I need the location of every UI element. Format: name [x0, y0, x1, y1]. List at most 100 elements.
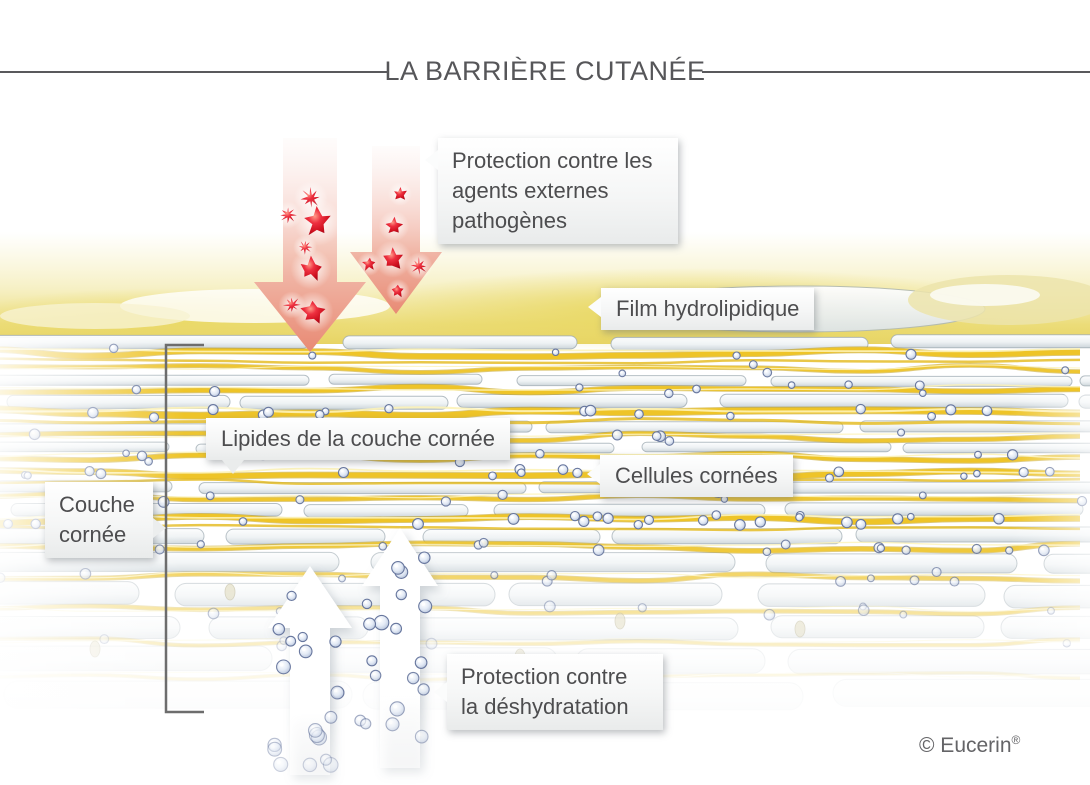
- title-rule-left: [0, 71, 388, 73]
- corneocyte: [328, 373, 483, 385]
- droplet-icon: [981, 405, 993, 417]
- label-dehydration-protection: Protection contre la déshydratation: [434, 654, 663, 730]
- label-text: Film hydrolipidique: [616, 296, 800, 321]
- star-burst-icon: [304, 206, 331, 236]
- droplet-icon: [417, 683, 430, 696]
- droplet-icon: [295, 495, 305, 505]
- star-burst-icon: [300, 300, 326, 324]
- droplet-icon: [329, 635, 342, 648]
- registered-mark: ®: [1011, 733, 1021, 747]
- droplet-icon: [273, 756, 289, 772]
- droplet-icon: [841, 516, 853, 529]
- droplet-icon: [971, 543, 982, 554]
- star-burst-icon: [280, 207, 297, 224]
- droplet-icon: [855, 518, 867, 530]
- droplet-icon: [385, 717, 400, 732]
- droplet-icon: [209, 385, 221, 398]
- droplet-icon: [833, 466, 845, 478]
- droplet-icon: [298, 644, 313, 659]
- droplet-icon: [390, 622, 403, 635]
- droplet-icon: [389, 701, 405, 717]
- droplet-icon: [569, 510, 581, 522]
- droplet-icon: [418, 599, 433, 614]
- droplet-icon: [337, 466, 350, 479]
- droplet-icon: [205, 491, 215, 501]
- droplet-icon: [363, 617, 377, 631]
- droplet-icon: [664, 388, 674, 399]
- droplet-icon: [855, 403, 866, 415]
- droplet-icon: [844, 380, 853, 389]
- droplet-icon: [914, 380, 925, 391]
- droplet-icon: [892, 513, 904, 525]
- droplet-icon: [507, 512, 520, 525]
- corneocyte: [516, 375, 747, 387]
- page-title: LA BARRIÈRE CUTANÉE: [384, 56, 706, 86]
- droplet-icon: [906, 512, 915, 521]
- droplet-icon: [602, 512, 614, 524]
- star-burst-icon: [410, 257, 426, 275]
- droplet-icon: [391, 561, 405, 575]
- corneocyte: [342, 335, 578, 350]
- label-tail: [153, 518, 166, 538]
- droplet-icon: [414, 656, 428, 669]
- label-pathogen-protection: Protection contre les agents externes pa…: [425, 138, 678, 244]
- droplet-icon: [643, 514, 655, 525]
- corneocyte: [239, 395, 449, 410]
- fade-overlays: [0, 338, 1090, 785]
- label-stratum-corneum: Couche cornée: [45, 482, 166, 558]
- label-tail: [425, 150, 438, 170]
- droplet-icon: [263, 406, 274, 418]
- credit-text: © Eucerin: [919, 734, 1012, 757]
- corneocyte: [545, 421, 844, 434]
- corneocyte: [1079, 375, 1090, 387]
- droplet-icon: [324, 710, 338, 724]
- up-arrow-icon: [362, 528, 438, 768]
- droplet-icon: [762, 547, 772, 557]
- droplet-icon: [664, 436, 675, 446]
- droplet-icon: [974, 450, 982, 459]
- droplet-icon: [373, 614, 390, 631]
- droplet-icon: [901, 545, 911, 555]
- droplet-icon: [286, 590, 297, 602]
- droplet-icon: [611, 429, 623, 441]
- droplet-icon: [748, 360, 758, 370]
- droplet-icon: [572, 467, 583, 479]
- pathogen-stars: [274, 181, 433, 333]
- droplet-icon: [516, 468, 526, 478]
- droplet-icon: [927, 411, 937, 421]
- star-burst-icon: [298, 240, 313, 255]
- up-arrow-icon: [268, 566, 352, 775]
- droplet-icon: [414, 729, 429, 744]
- droplet-icon: [440, 496, 452, 507]
- corneocyte: [890, 334, 1090, 349]
- title-rule-right: [702, 71, 1090, 73]
- droplet-icon: [973, 469, 981, 478]
- droplet-icon: [795, 513, 804, 522]
- star-burst-icon: [385, 216, 404, 233]
- droplet-icon: [478, 537, 489, 548]
- label-text: Cellules cornées: [615, 463, 778, 488]
- droplet-icon: [238, 517, 248, 526]
- droplet-icon: [633, 519, 644, 530]
- star-burst-icon: [394, 187, 407, 200]
- droplet-icon: [945, 404, 957, 416]
- droplet-icon: [993, 513, 1005, 525]
- label-hydrolipid-film: Film hydrolipidique: [588, 288, 815, 330]
- droplet-icon: [285, 635, 297, 647]
- droplet-icon: [366, 655, 378, 667]
- droplet-icon: [918, 491, 927, 500]
- droplet-icon: [634, 409, 644, 419]
- moisture-up-arrows: [268, 528, 438, 775]
- droplet-icon: [618, 369, 627, 378]
- droplet-icon: [754, 516, 766, 528]
- star-burst-icon: [383, 247, 403, 269]
- label-tail: [587, 464, 600, 484]
- droplet-icon: [897, 428, 906, 437]
- droplet-icon: [711, 510, 722, 520]
- label-text: Protection contre les agents externes pa…: [452, 148, 653, 233]
- label-text: Couche cornée: [59, 492, 135, 547]
- droplet-icon: [297, 631, 308, 643]
- droplet-icon: [497, 489, 508, 501]
